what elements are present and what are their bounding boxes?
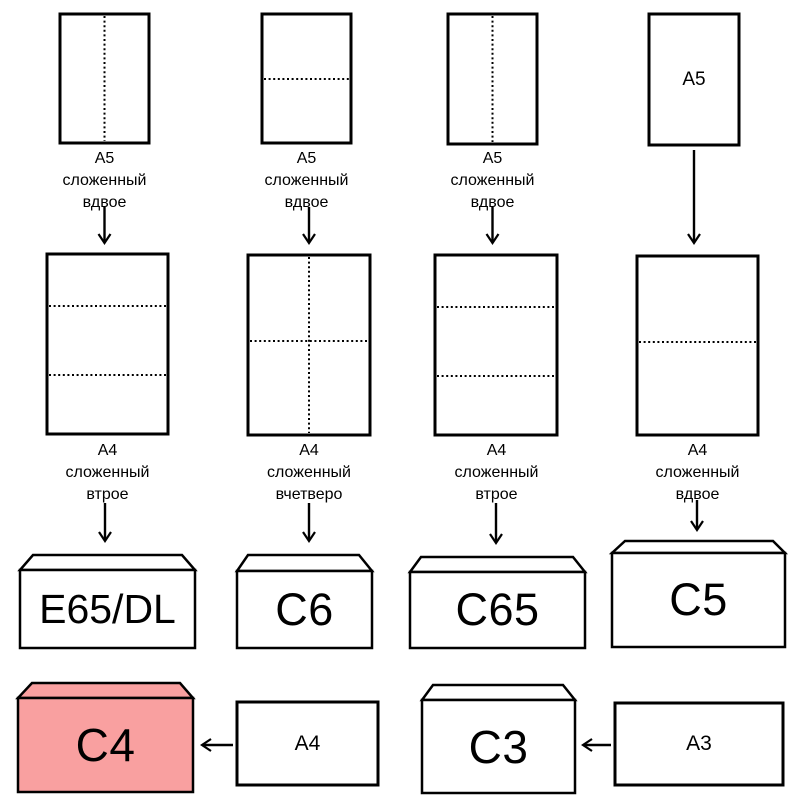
envelope-body	[420, 698, 577, 795]
envelope-label-c4: C4	[75, 719, 136, 771]
caption-line: сложенный	[267, 464, 351, 481]
envelope-c3	[419, 683, 578, 795]
paper-a4-fold-thirds-2	[433, 253, 559, 437]
caption-line: вдвое	[675, 486, 720, 503]
envelope-label-c3: C3	[468, 720, 529, 773]
envelope-label-c6: C6	[275, 583, 334, 635]
envelope-body	[235, 569, 374, 650]
caption-line: сложенный	[62, 172, 147, 189]
envelope-body	[610, 551, 787, 649]
caption-line: вдвое	[284, 194, 329, 211]
caption-line: A4	[299, 442, 319, 459]
paper-a4-label: A4	[294, 731, 321, 755]
envelope-c6	[234, 553, 375, 650]
caption-line: сложенный	[450, 172, 535, 189]
envelope-flap	[407, 555, 588, 574]
caption-line: вчетверо	[275, 486, 343, 503]
caption-mid-col2: A4 сложенный вчетверо	[239, 440, 379, 506]
envelope-flap	[15, 681, 196, 700]
caption-top-col2: A5 сложенный вдвое	[246, 148, 367, 214]
paper-a4-source	[235, 700, 380, 787]
paper-a3-label: A3	[686, 732, 712, 755]
caption-top-col1: A5 сложенный вдвое	[44, 148, 165, 214]
paper-a5-unfolded	[647, 12, 741, 147]
envelope-c65	[407, 555, 588, 650]
envelope-flap	[17, 553, 198, 572]
paper-a4-fold-thirds-1	[45, 252, 170, 436]
envelope-body	[18, 568, 197, 650]
caption-line: сложенный	[655, 464, 740, 481]
caption-mid-col1: A4 сложенный втрое	[42, 440, 173, 506]
envelope-label-e65-dl: E65/DL	[39, 585, 176, 632]
envelope-flap	[608, 539, 789, 555]
caption-line: вдвое	[470, 194, 515, 211]
envelope-flap	[419, 683, 578, 702]
caption-line: A4	[687, 442, 708, 459]
caption-line: сложенный	[65, 464, 150, 481]
caption-line: A5	[94, 150, 115, 167]
paper-a3-source	[613, 701, 785, 787]
caption-line: A5	[482, 150, 503, 167]
paper-a5-inside-label: A5	[682, 68, 706, 90]
caption-line: сложенный	[264, 172, 349, 189]
envelope-body	[408, 570, 587, 650]
caption-line: втрое	[86, 486, 129, 503]
caption-line: сложенный	[454, 464, 539, 481]
caption-line: A4	[97, 442, 118, 459]
envelope-flap	[234, 553, 375, 573]
caption-mid-col4: A4 сложенный вдвое	[632, 440, 763, 506]
envelope-body	[16, 696, 195, 794]
caption-line: втрое	[475, 486, 518, 503]
envelope-c5	[608, 539, 789, 649]
caption-top-col3: A5 сложенный вдвое	[432, 148, 553, 214]
envelope-label-c5: C5	[669, 574, 728, 625]
caption-line: A5	[296, 150, 317, 167]
paper-a5-fold-vertical-2	[446, 12, 539, 146]
caption-line: A4	[486, 442, 507, 459]
caption-line: вдвое	[82, 194, 127, 211]
paper-a4-fold-half	[635, 254, 760, 437]
caption-mid-col3: A4 сложенный втрое	[431, 440, 562, 506]
envelope-e65-dl	[17, 553, 198, 650]
envelope-label-c65: C65	[455, 584, 540, 635]
envelope-c4	[15, 681, 196, 794]
